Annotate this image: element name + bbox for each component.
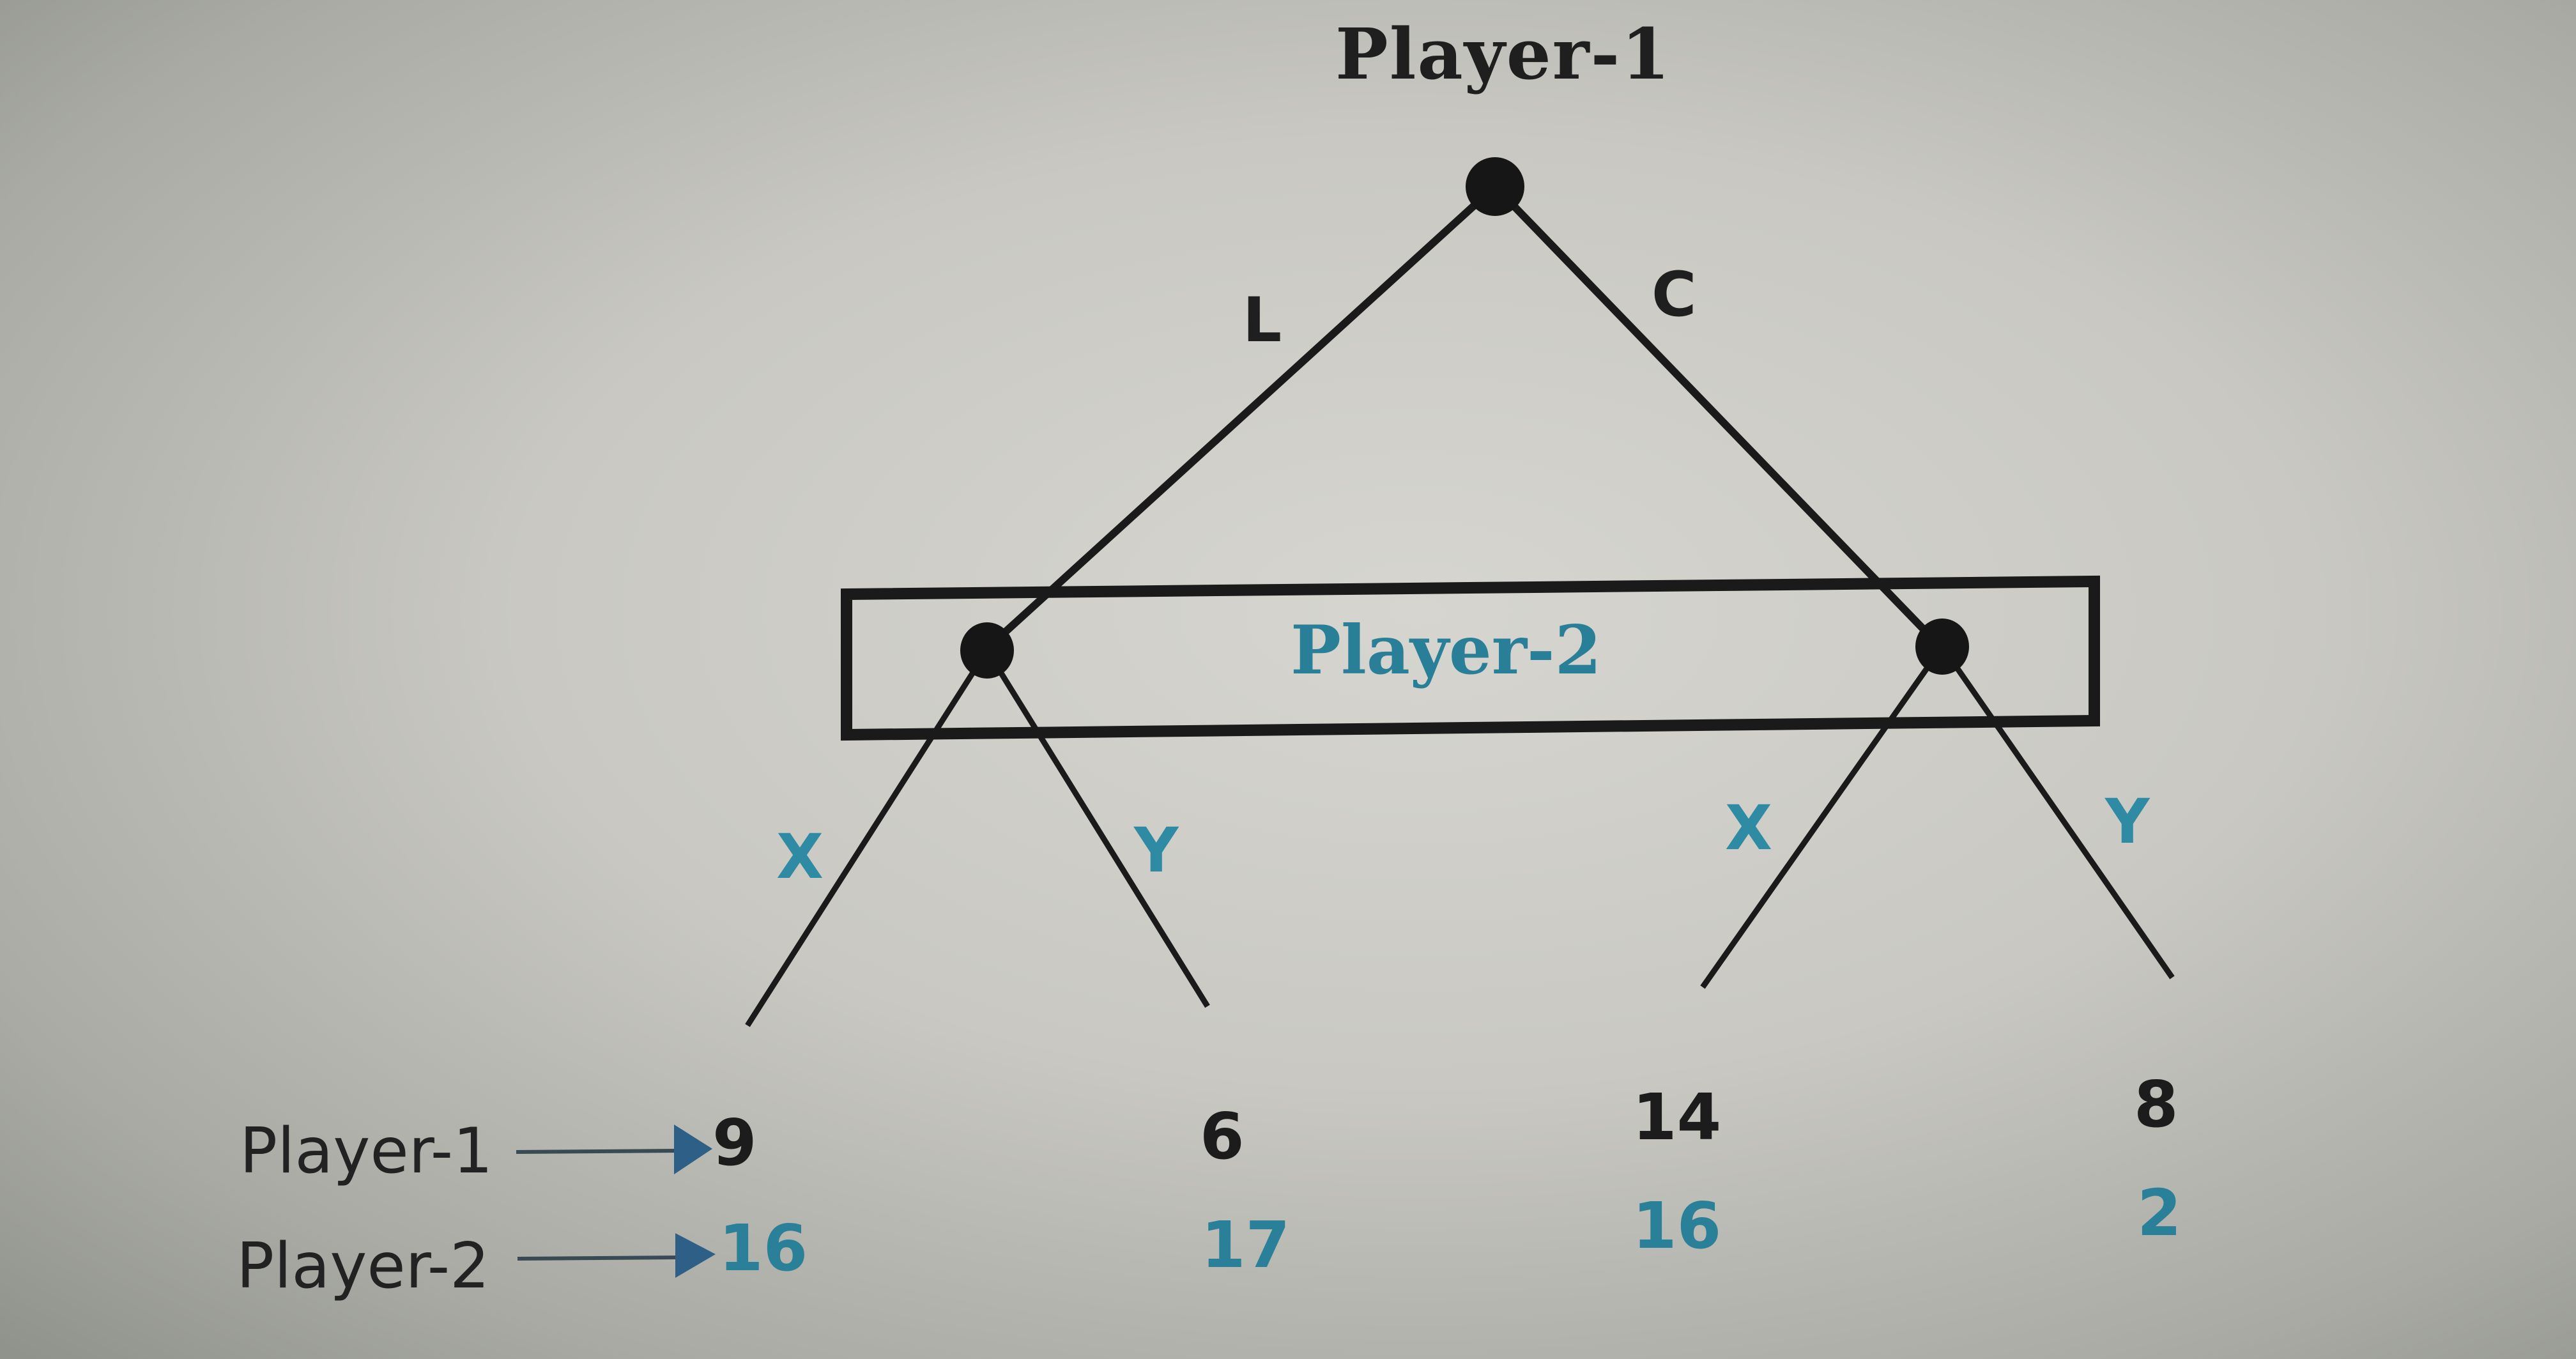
arrow-icon: [517, 1233, 716, 1278]
branch-label-C: C: [1652, 259, 1697, 330]
payoff-LY-player2: 17: [1201, 1208, 1291, 1282]
payoff-LX-player1: 9: [712, 1105, 757, 1180]
edge-left-X: [745, 649, 990, 1027]
legend-player2-label: Player-2: [236, 1230, 490, 1303]
payoff-CY-player2: 2: [2137, 1176, 2182, 1250]
payoff-CX-player1: 14: [1632, 1080, 1722, 1155]
branch-label-L: L: [1243, 284, 1282, 356]
arrow-icon: [516, 1125, 712, 1174]
player2-right-node: [1915, 618, 1969, 675]
edge-root-C: [1492, 183, 1945, 652]
player2-infoset-label: Player-2: [1291, 610, 1602, 689]
payoff-LX-player2: 16: [719, 1211, 808, 1286]
edge-left-Y: [985, 649, 1210, 1008]
branch-label-right-X: X: [1725, 792, 1773, 864]
branch-label-right-Y: Y: [2105, 786, 2150, 857]
edge-right-X: [1700, 645, 1945, 989]
player1-title: Player-1: [1335, 13, 1671, 95]
payoff-LY-player1: 6: [1200, 1099, 1245, 1174]
branch-label-left-X: X: [776, 821, 824, 893]
information-set-box: [841, 575, 2100, 741]
legend-player1-label: Player-1: [240, 1115, 493, 1188]
root-node: [1466, 157, 1524, 216]
branch-label-left-Y: Y: [1134, 815, 1179, 886]
edge-root-L: [984, 183, 1498, 652]
edge-right-Y: [1940, 645, 2175, 979]
payoff-CY-player1: 8: [2134, 1067, 2179, 1142]
payoff-CX-player2: 16: [1632, 1188, 1722, 1263]
player2-left-node: [960, 622, 1014, 679]
